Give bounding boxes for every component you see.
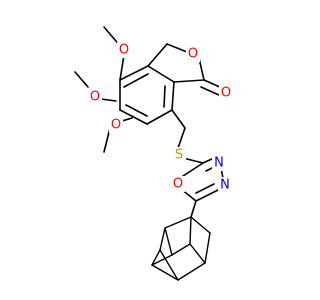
- methoxy-bond-low: [121, 117, 133, 122]
- oxad-adamantyl-bond: [190, 200, 197, 218]
- atom-n-lower-label: N: [220, 178, 230, 193]
- atom-o-lactone-ring: O: [186, 46, 200, 62]
- ring-bond-3b: [163, 85, 166, 108]
- atom-n-upper: N: [212, 155, 226, 171]
- adam-bond-8: [151, 254, 173, 266]
- oxad-n4-c5: [195, 189, 219, 202]
- atom-o-oxadiazole-label: O: [173, 177, 183, 192]
- ch2-linker-bond: [171, 109, 186, 129]
- adam-bond-1: [164, 216, 192, 229]
- oxad-n4-c5-double: [195, 183, 215, 194]
- ring-bond-5b: [125, 104, 148, 117]
- atom-o-methoxy-low: O: [109, 117, 123, 133]
- oxad-o1-c2: [179, 162, 204, 179]
- methyl-bond-mid: [74, 71, 89, 88]
- carbonyl-ring-bond: [173, 79, 205, 83]
- ring-bond-1b: [123, 73, 149, 88]
- adam-bond-10: [177, 262, 206, 281]
- atom-o-oxadiazole: O: [171, 176, 185, 192]
- methoxy-bond-mid: [100, 98, 117, 102]
- molecule-structure-diagram: O O O O O S N: [74, 26, 233, 281]
- atom-o-methoxy-low-label: O: [111, 118, 121, 133]
- adam-bond-11: [159, 227, 166, 251]
- atom-o-carbonyl-label: O: [221, 86, 231, 101]
- ch2-bond: [147, 43, 168, 67]
- adam-bond-7: [189, 243, 206, 264]
- adam-bond-3: [189, 216, 192, 245]
- ring-bond-5: [119, 109, 148, 125]
- atom-sulfur-label: S: [175, 148, 183, 163]
- atom-o-lactone-ring-label: O: [188, 47, 198, 62]
- atom-o-methoxy-mid-label: O: [90, 90, 100, 105]
- adam-bond-12: [151, 249, 161, 266]
- bond-lines: [74, 26, 224, 281]
- ring-bond-1: [119, 65, 149, 81]
- atom-n-lower: N: [218, 177, 232, 193]
- adam-bond-13: [159, 249, 179, 281]
- adam-bond-5: [204, 232, 211, 264]
- ring-bond-3: [171, 81, 175, 111]
- ch2-o-bond: [166, 43, 188, 53]
- atom-o-carbonyl: O: [219, 85, 233, 101]
- adam-bond-2: [190, 216, 211, 234]
- atom-o-methoxy-top: O: [117, 42, 131, 58]
- methoxy-bond-top: [119, 54, 125, 81]
- atom-o-methoxy-mid: O: [88, 89, 102, 105]
- s-oxadiazole-bond: [182, 157, 204, 164]
- adam-bond-4: [164, 227, 173, 256]
- atom-o-methoxy-top-label: O: [119, 43, 129, 58]
- adam-bond-6: [171, 243, 191, 256]
- atom-sulfur: S: [172, 147, 186, 163]
- ring-bond-2: [147, 65, 175, 83]
- ring-bond-4: [146, 109, 173, 125]
- atom-n-upper-label: N: [214, 156, 224, 171]
- atom-labels: O O O O O S N: [88, 42, 233, 193]
- adam-bond-9: [151, 264, 179, 281]
- structure-svg: O O O O O S N: [74, 26, 233, 281]
- carbonyl-double-b: [200, 86, 220, 96]
